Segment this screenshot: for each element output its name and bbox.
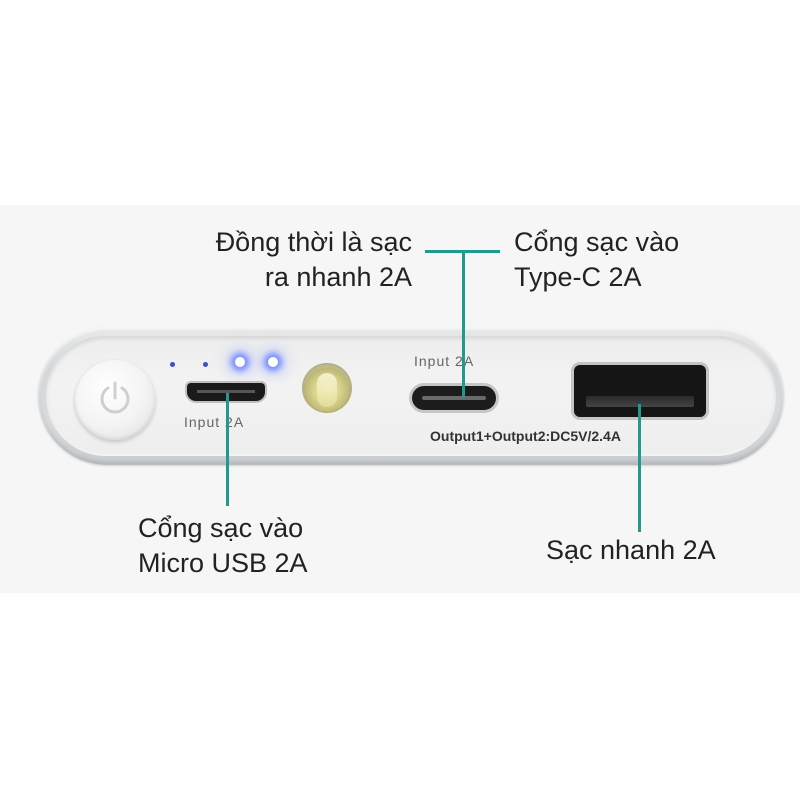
flashlight-bulb: [317, 373, 337, 407]
callout-top-left-line2: ra nhanh 2A: [264, 262, 412, 292]
led-indicator-1: [170, 362, 175, 367]
led-indicator-3: [235, 357, 245, 367]
callout-bottom-left: Cổng sạc vào Micro USB 2A: [138, 511, 308, 581]
micro-usb-port[interactable]: [187, 383, 265, 401]
typec-print-label: Input 2A: [414, 353, 475, 369]
led-indicator-4: [268, 357, 278, 367]
callout-bottom-right-line1: Sạc nhanh 2A: [546, 535, 716, 565]
callout-top-left: Đồng thời là sạc ra nhanh 2A: [200, 225, 412, 295]
callout-bottom-right: Sạc nhanh 2A: [546, 533, 716, 568]
callout-top-left-line1: Đồng thời là sạc: [215, 227, 412, 257]
callout-bottom-left-line1: Cổng sạc vào: [138, 513, 304, 543]
callout-line-usb-a: [638, 404, 641, 532]
power-button[interactable]: [75, 360, 155, 440]
callout-top-right: Cổng sạc vào Type-C 2A: [514, 225, 679, 295]
callout-line-micro-usb: [226, 393, 229, 506]
output-print-label: Output1+Output2:DC5V/2.4A: [430, 428, 621, 444]
callout-bottom-left-line2: Micro USB 2A: [138, 548, 308, 578]
power-icon: [100, 381, 130, 414]
typec-port[interactable]: [412, 386, 496, 410]
led-indicator-2: [203, 362, 208, 367]
callout-line-top-vertical: [462, 250, 465, 398]
micro-usb-print-label: Input 2A: [184, 414, 245, 430]
callout-top-right-line1: Cổng sạc vào: [514, 227, 680, 257]
callout-top-right-line2: Type-C 2A: [514, 262, 642, 292]
